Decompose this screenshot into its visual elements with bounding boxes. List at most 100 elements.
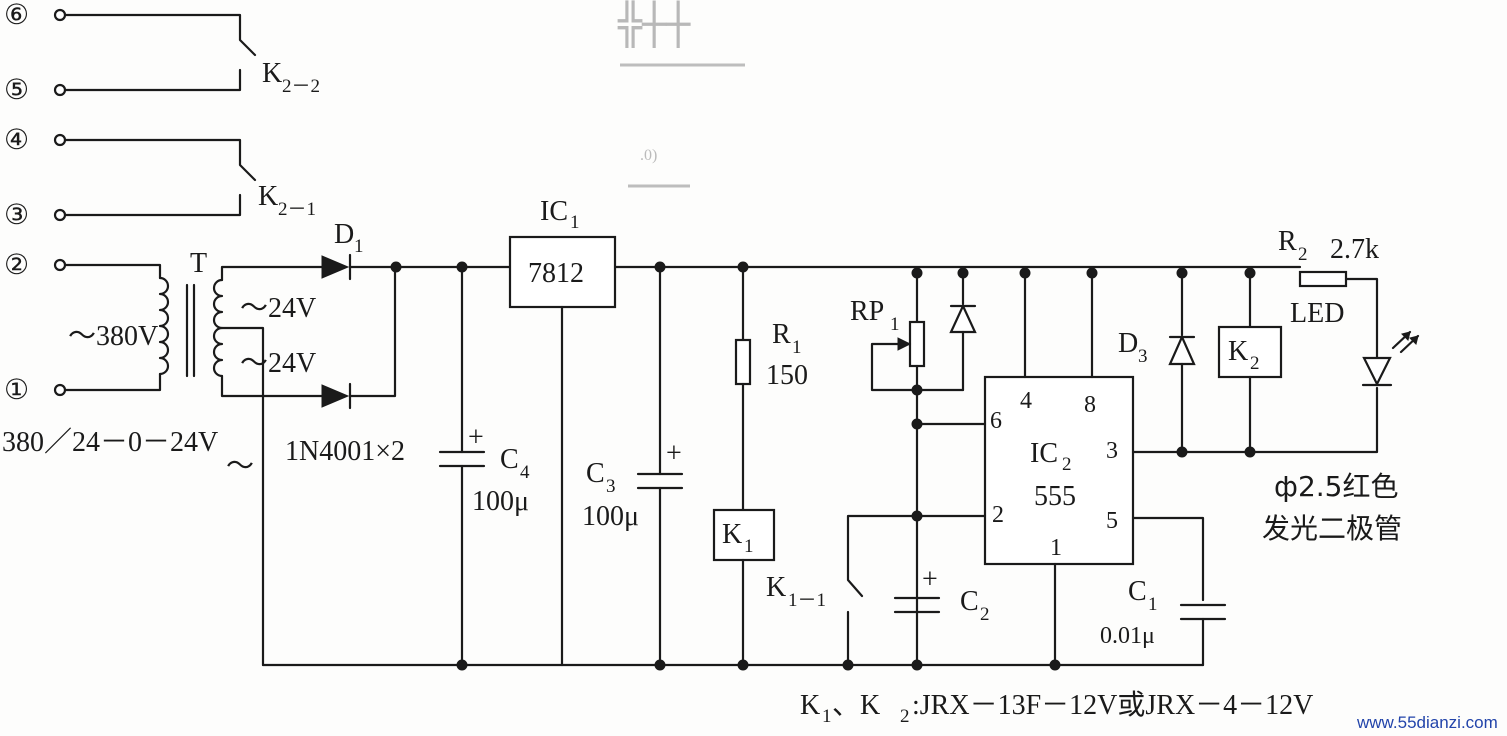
terminal-1-label: ① bbox=[4, 375, 29, 406]
terminal-4-label: ④ bbox=[4, 125, 29, 156]
pin-8: 8 bbox=[1084, 392, 1096, 418]
diode-d3: D 3 bbox=[1118, 271, 1196, 454]
terminal-2: ② bbox=[4, 250, 67, 281]
pin-2: 2 bbox=[992, 502, 1004, 528]
pin-6: 6 bbox=[990, 408, 1002, 434]
pin-5: 5 bbox=[1106, 508, 1118, 534]
terminal-2-label: ② bbox=[4, 250, 29, 281]
capacitor-c3-value: 100μ bbox=[582, 501, 639, 532]
watermark-text: www.55dianzi.com bbox=[1356, 713, 1498, 732]
capacitor-c3-sub: 3 bbox=[606, 476, 616, 497]
contact-k2-2: K 2－2 bbox=[63, 13, 320, 97]
terminal-6-label: ⑥ bbox=[4, 0, 29, 31]
terminal-5: ⑤ bbox=[4, 75, 67, 106]
scan-artifacts: ╬┼┼ .0) bbox=[617, 0, 745, 188]
resistor-r1-value: 150 bbox=[766, 360, 808, 391]
terminal-3-label: ③ bbox=[4, 200, 29, 231]
capacitor-c1-sub: 1 bbox=[1148, 594, 1158, 615]
terminal-1: ① bbox=[4, 375, 67, 406]
capacitor-c2-sub: 2 bbox=[980, 604, 990, 625]
resistor-r2-sub: 2 bbox=[1298, 244, 1308, 265]
potentiometer-label: RP bbox=[850, 296, 884, 327]
capacitor-c2-label: C bbox=[960, 586, 979, 617]
pin-1: 1 bbox=[1050, 535, 1062, 561]
resistor-r1-label: R bbox=[772, 319, 791, 350]
relay-k2-coil: K 2 bbox=[1217, 271, 1283, 454]
diode-d1-label: D bbox=[334, 219, 354, 250]
timer-sub: 2 bbox=[1062, 454, 1072, 475]
relay-k1-coil: K 1 bbox=[712, 508, 776, 667]
regulator-ic1: 7812 IC 1 bbox=[508, 196, 617, 667]
diode-d3-sub: 3 bbox=[1138, 346, 1148, 367]
timer-ic2: IC 2 555 6 4 8 3 2 5 1 bbox=[915, 271, 1379, 667]
potentiometer-rp1: RP 1 bbox=[850, 271, 965, 667]
relay-k1-label: K bbox=[722, 519, 742, 550]
contact-k1-1-label: K bbox=[766, 572, 786, 603]
capacitor-c4-sub: 4 bbox=[520, 462, 530, 483]
svg-text:.0): .0) bbox=[640, 147, 657, 164]
capacitor-c4: + C 4 100μ bbox=[438, 265, 530, 667]
potentiometer-sub: 1 bbox=[890, 314, 900, 335]
timer-part-label: 555 bbox=[1034, 481, 1076, 512]
svg-text:+: + bbox=[468, 422, 484, 453]
led-desc-line2: 发光二极管 bbox=[1262, 512, 1402, 545]
resistor-r1-sub: 1 bbox=[792, 337, 802, 358]
timer-label: IC bbox=[1030, 438, 1058, 469]
led-desc-line1: ф2.5红色 bbox=[1274, 470, 1398, 503]
capacitor-c4-label: C bbox=[500, 444, 519, 475]
led-label: LED bbox=[1290, 298, 1344, 329]
capacitor-c4-value: 100μ bbox=[472, 486, 529, 517]
diode-rp1-bypass bbox=[949, 271, 977, 392]
capacitor-c2: + C 2 bbox=[893, 564, 990, 625]
svg-text:╬┼┼: ╬┼┼ bbox=[617, 0, 691, 48]
contact-k2-1-label: K bbox=[258, 181, 278, 212]
note-k2: 、K bbox=[832, 690, 880, 721]
pin-4: 4 bbox=[1020, 388, 1032, 414]
contact-k1-1-sub: 1－1 bbox=[788, 590, 826, 611]
regulator-label: IC bbox=[540, 196, 568, 227]
transformer-rating-label: 380／24－0－24V bbox=[2, 426, 218, 458]
regulator-sub: 1 bbox=[570, 212, 580, 233]
capacitor-c1-label: C bbox=[1128, 576, 1147, 607]
svg-text:+: + bbox=[922, 564, 938, 595]
transformer-tilde-label: ～ bbox=[226, 451, 254, 482]
regulator-part-label: 7812 bbox=[528, 258, 584, 289]
diode-d3-label: D bbox=[1118, 328, 1138, 359]
capacitor-c1-value: 0.01μ bbox=[1100, 623, 1155, 649]
contact-k2-1: K 2－1 bbox=[63, 138, 316, 220]
contact-k2-1-sub: 2－1 bbox=[278, 199, 316, 220]
transformer-t: T ～380V ～24V ～24V 380／24－0－24V ～ bbox=[2, 248, 324, 667]
diode-d2 bbox=[321, 265, 397, 410]
transformer-label: T bbox=[190, 248, 207, 279]
resistor-r1: R 1 150 bbox=[734, 265, 808, 512]
note-k1-sub: 1 bbox=[822, 706, 832, 727]
primary-voltage-label: ～380V bbox=[68, 321, 158, 352]
terminal-3: ③ bbox=[4, 200, 67, 231]
capacitor-c3: + C 3 100μ bbox=[582, 265, 684, 667]
relay-k2-label: K bbox=[1228, 336, 1248, 367]
resistor-r2: R 2 2.7k bbox=[1278, 226, 1379, 360]
secondary-top-label: ～24V bbox=[240, 293, 316, 324]
pin-3: 3 bbox=[1106, 438, 1118, 464]
contact-k1-1: K 1－1 bbox=[766, 514, 919, 667]
terminal-5-label: ⑤ bbox=[4, 75, 29, 106]
rectifier-label: 1N4001×2 bbox=[285, 436, 405, 467]
diode-d1: D 1 bbox=[321, 219, 397, 281]
resistor-r2-label: R bbox=[1278, 226, 1297, 257]
diode-d1-sub: 1 bbox=[354, 236, 364, 257]
capacitor-c3-label: C bbox=[586, 458, 605, 489]
contact-k2-2-label: K bbox=[262, 58, 282, 89]
terminal-4: ④ bbox=[4, 125, 67, 156]
note-k2-sub: 2 bbox=[900, 706, 910, 727]
resistor-r2-value: 2.7k bbox=[1330, 234, 1379, 265]
capacitor-c1: C 1 0.01μ bbox=[1100, 576, 1227, 667]
relay-k2-sub: 2 bbox=[1250, 353, 1260, 374]
note-relay-types: :JRX－13F－12V或JRX－4－12V bbox=[912, 689, 1313, 721]
relay-note: K 1 、K 2 :JRX－13F－12V或JRX－4－12V bbox=[800, 689, 1313, 727]
contact-k2-2-sub: 2－2 bbox=[282, 76, 320, 97]
terminal-6: ⑥ bbox=[4, 0, 67, 31]
secondary-bottom-label: ～24V bbox=[240, 348, 316, 379]
note-k1: K bbox=[800, 690, 820, 721]
